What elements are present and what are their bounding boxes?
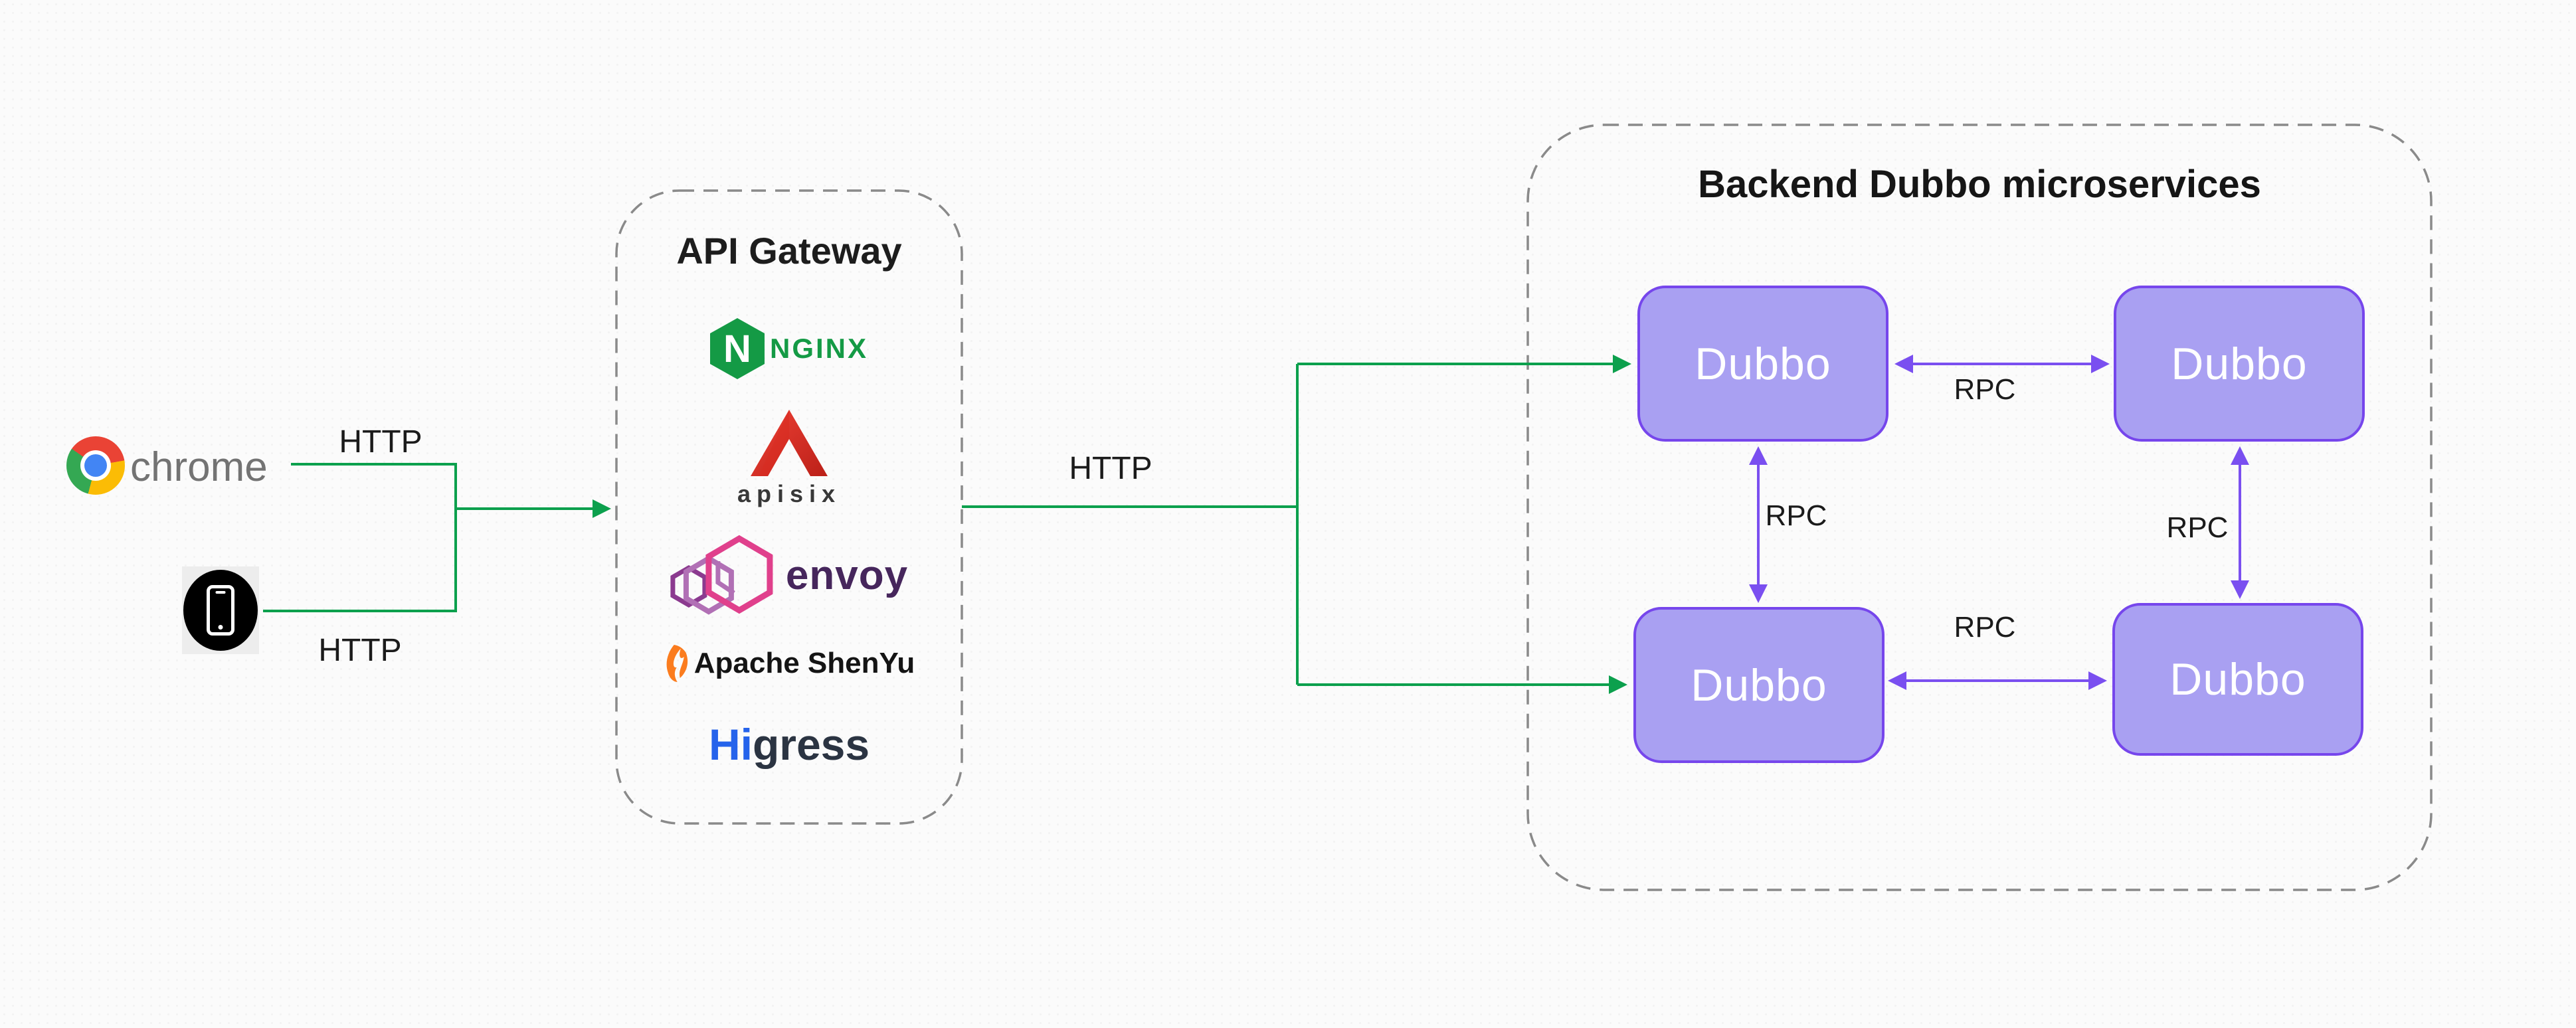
nginx-letter: N bbox=[723, 327, 751, 371]
dubbo-label: Dubbo bbox=[1695, 338, 1831, 389]
chrome-client-label: chrome bbox=[130, 444, 268, 490]
shenyu-wordmark: Apache ShenYu bbox=[693, 647, 915, 679]
higress-wordmark-rest: gress bbox=[752, 720, 870, 769]
apisix-wordmark: apisix bbox=[737, 480, 842, 507]
shenyu-flame-icon bbox=[666, 645, 688, 682]
dubbo-label: Dubbo bbox=[2171, 338, 2308, 389]
api-gateway-group: API Gateway N NGINX apisix bbox=[616, 191, 962, 823]
mobile-phone-icon bbox=[183, 570, 258, 651]
nginx-wordmark: NGINX bbox=[769, 333, 869, 364]
dubbo-node-top-left: Dubbo bbox=[1637, 286, 1888, 442]
phone-speaker bbox=[215, 591, 226, 594]
nginx-hexagon-icon: N bbox=[709, 318, 765, 379]
backend-title: Backend Dubbo microservices bbox=[1698, 163, 2261, 206]
higress-wordmark-hi: Hi bbox=[708, 720, 753, 769]
http-label-chrome: HTTP bbox=[339, 424, 422, 460]
http-label-mobile: HTTP bbox=[318, 633, 402, 668]
chrome-browser-icon bbox=[66, 436, 125, 495]
rpc-label-right: RPC bbox=[2166, 511, 2229, 544]
dubbo-label: Dubbo bbox=[2169, 654, 2306, 705]
client-merge-line bbox=[263, 463, 457, 612]
rpc-label-bottom: RPC bbox=[1954, 611, 2016, 643]
api-gateway-title: API Gateway bbox=[676, 230, 902, 272]
envoy-hexagons-icon bbox=[670, 535, 773, 615]
apisix-arrow-icon bbox=[751, 410, 828, 476]
envoy-logo: envoy bbox=[670, 535, 908, 616]
apache-shenyu-logo: Apache ShenYu bbox=[664, 643, 915, 683]
apisix-logo: apisix bbox=[737, 410, 841, 508]
envoy-wordmark: envoy bbox=[785, 552, 909, 598]
dubbo-label: Dubbo bbox=[1691, 659, 1827, 711]
rpc-label-left: RPC bbox=[1765, 499, 1827, 532]
nginx-logo: N NGINX bbox=[709, 318, 869, 379]
gateway-split-line bbox=[962, 364, 1299, 685]
phone-home-button bbox=[218, 625, 223, 630]
dubbo-node-bottom-left: Dubbo bbox=[1633, 607, 1885, 763]
backend-microservices-group: Backend Dubbo microservices bbox=[1528, 125, 2431, 890]
phone-frame bbox=[207, 585, 234, 636]
dubbo-node-bottom-right: Dubbo bbox=[2112, 603, 2363, 756]
dubbo-node-top-right: Dubbo bbox=[2114, 286, 2365, 442]
rpc-label-top: RPC bbox=[1954, 373, 2016, 406]
mobile-client-tile bbox=[182, 566, 259, 654]
chrome-icon-blue-center bbox=[84, 454, 107, 477]
http-label-gateway: HTTP bbox=[1069, 451, 1152, 486]
api-gateway-boundary bbox=[615, 189, 963, 825]
backend-boundary bbox=[1526, 124, 2433, 891]
